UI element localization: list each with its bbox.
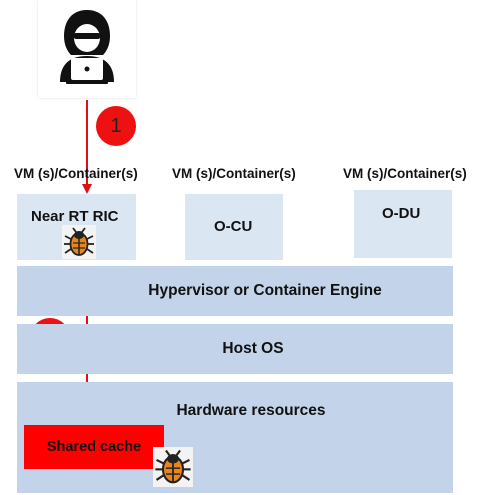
hacker-icon xyxy=(60,10,114,84)
bug-icon-cache xyxy=(153,447,193,487)
vm-label-ocu: VM (s)/Container(s) xyxy=(172,166,296,181)
step-1-label: 1 xyxy=(110,114,122,137)
o-cu-label: O-CU xyxy=(214,218,253,235)
shared-cache-box: Shared cache xyxy=(24,425,164,469)
shared-cache-label: Shared cache xyxy=(46,439,142,455)
o-du-box: O-DU xyxy=(354,190,452,258)
bug-icon xyxy=(62,225,96,259)
hypervisor-label: Hypervisor or Container Engine xyxy=(148,282,382,299)
hardware-label: Hardware resources xyxy=(176,402,326,419)
hypervisor-layer: Hypervisor or Container Engine xyxy=(17,266,453,316)
attacker-figure xyxy=(38,0,136,98)
vm-label-odu: VM (s)/Container(s) xyxy=(343,166,467,181)
host-os-label: Host OS xyxy=(222,340,284,357)
host-os-layer: Host OS xyxy=(17,324,453,374)
o-du-label: O-DU xyxy=(382,205,421,222)
near-rt-ric-label: Near RT RIC xyxy=(31,208,119,225)
vm-label-ric: VM (s)/Container(s) xyxy=(14,166,138,181)
step-1-marker: 1 xyxy=(96,106,136,146)
o-cu-box: O-CU xyxy=(185,194,283,260)
